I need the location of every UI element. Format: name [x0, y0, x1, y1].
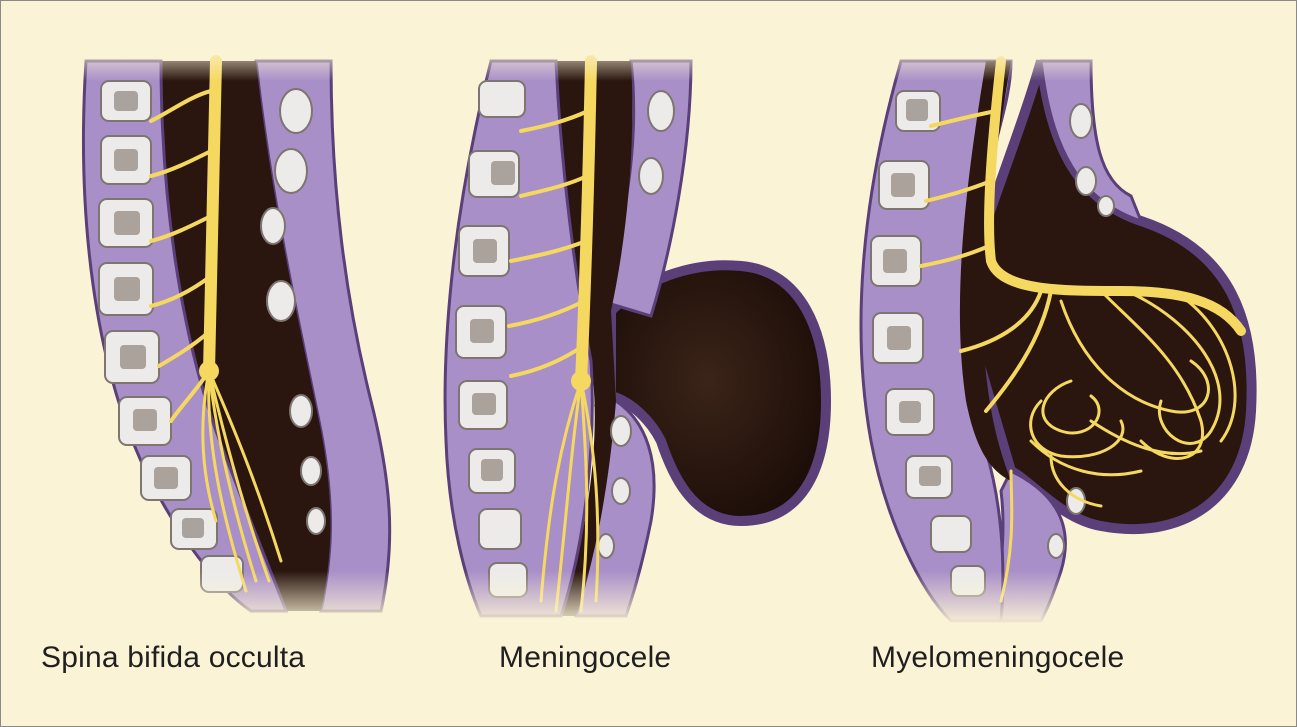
- panel-occulta: [83, 61, 389, 611]
- caption-myelomeningocele: Myelomeningocele: [871, 641, 1124, 675]
- panel-myelomeningocele: [861, 61, 1252, 621]
- panel-meningocele: [445, 61, 826, 616]
- caption-spina-bifida-occulta: Spina bifida occulta: [41, 641, 305, 675]
- caption-meningocele: Meningocele: [499, 641, 671, 675]
